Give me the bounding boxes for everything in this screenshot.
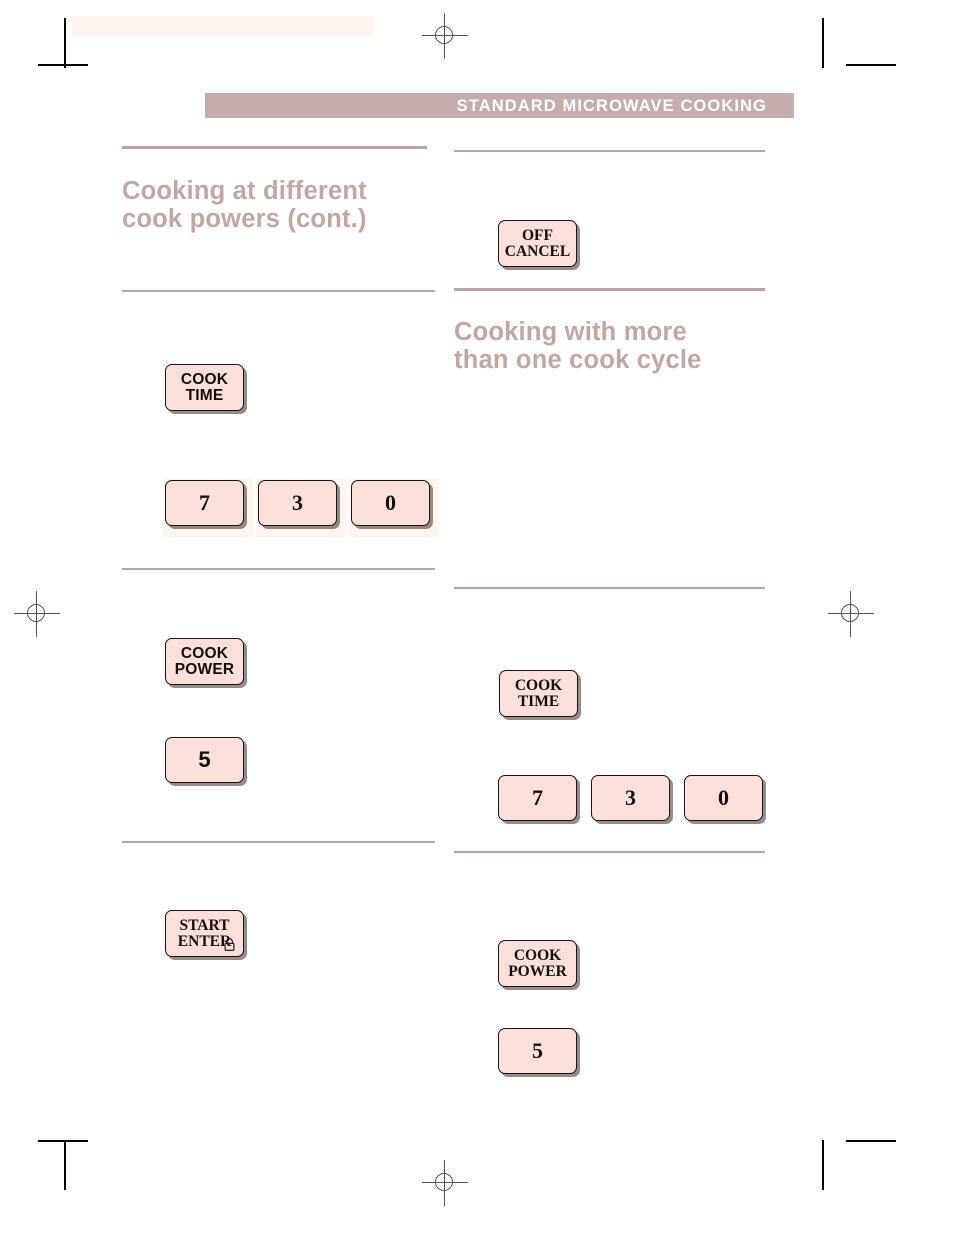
- left-column: Cooking at different cook powers (cont.)…: [122, 0, 439, 1235]
- right-power-digit-label-5: 5: [532, 1037, 543, 1063]
- registration-mark-right: [828, 591, 874, 637]
- right-digit-key-0[interactable]: 0: [684, 775, 763, 821]
- lock-icon: [224, 938, 235, 951]
- left-digit-label-0: 0: [385, 489, 396, 515]
- right-digit-key-3[interactable]: 3: [591, 775, 670, 821]
- page-title: STANDARD MICROWAVE COOKING: [456, 97, 767, 115]
- crop-mark-bottom-left-horizontal: [38, 1140, 88, 1142]
- right-rule-1: [454, 587, 765, 589]
- left-rule-above-heading: [122, 146, 427, 150]
- crop-mark-bottom-right-vertical: [822, 1140, 824, 1190]
- right-digit-label-3: 3: [625, 784, 636, 810]
- top-color-band: [72, 16, 374, 36]
- crop-mark-bottom-left-vertical: [64, 1140, 66, 1190]
- crop-mark-bottom-right-horizontal: [846, 1140, 896, 1142]
- left-digit-key-3[interactable]: 3: [258, 480, 337, 526]
- right-off-cancel-label: OFF CANCEL: [504, 226, 571, 260]
- right-digit-key-7[interactable]: 7: [498, 775, 577, 821]
- left-rule-1: [122, 290, 435, 292]
- left-cook-time-key[interactable]: COOK TIME: [165, 364, 244, 411]
- left-digit-label-3: 3: [292, 489, 303, 515]
- left-power-digit-key-5[interactable]: 5: [165, 737, 244, 783]
- right-cook-time-label: COOK TIME: [514, 676, 563, 710]
- left-cook-power-key[interactable]: COOK POWER: [165, 638, 244, 685]
- registration-mark-left: [14, 591, 60, 637]
- left-digit-label-7: 7: [199, 489, 210, 515]
- left-power-digit-label-5: 5: [198, 746, 211, 772]
- left-digit-key-0[interactable]: 0: [351, 480, 430, 526]
- crop-mark-top-left-horizontal: [38, 64, 88, 66]
- left-section-heading: Cooking at different cook powers (cont.): [122, 177, 367, 234]
- left-start-enter-label: START ENTER: [177, 916, 232, 950]
- left-cook-time-label: COOK TIME: [180, 370, 229, 404]
- right-rule-top: [454, 150, 765, 152]
- right-column: OFF CANCEL Cooking with more than one co…: [454, 0, 765, 1235]
- right-rule-2: [454, 851, 765, 853]
- registration-mark-bottom: [422, 1160, 468, 1206]
- crop-mark-top-left-vertical: [64, 18, 66, 68]
- registration-mark-top: [422, 13, 468, 59]
- right-cook-power-key[interactable]: COOK POWER: [498, 940, 577, 987]
- left-cook-power-label: COOK POWER: [174, 644, 235, 678]
- right-cook-time-key[interactable]: COOK TIME: [499, 670, 578, 717]
- running-head-bar: STANDARD MICROWAVE COOKING: [205, 93, 794, 118]
- left-rule-2: [122, 568, 435, 570]
- right-rule-above-heading: [454, 288, 765, 292]
- right-power-digit-key-5[interactable]: 5: [498, 1028, 577, 1074]
- left-start-enter-key[interactable]: START ENTER: [165, 910, 244, 957]
- right-digit-label-0: 0: [718, 784, 729, 810]
- right-cook-power-label: COOK POWER: [508, 946, 567, 980]
- right-digit-label-7: 7: [532, 784, 543, 810]
- right-section-heading: Cooking with more than one cook cycle: [454, 318, 702, 375]
- left-rule-3: [122, 841, 435, 843]
- left-digit-key-7[interactable]: 7: [165, 480, 244, 526]
- crop-mark-top-right-vertical: [822, 18, 824, 68]
- right-off-cancel-key[interactable]: OFF CANCEL: [498, 220, 577, 267]
- crop-mark-top-right-horizontal: [846, 64, 896, 66]
